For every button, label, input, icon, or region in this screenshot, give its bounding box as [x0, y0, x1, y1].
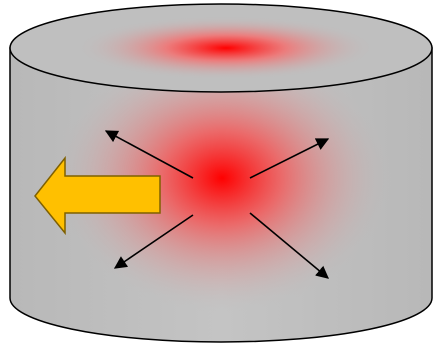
cylinder-top-glow: [76, 16, 376, 80]
arrow-up-left: [104, 130, 194, 179]
block-arrow-left: [34, 155, 161, 236]
heat-glow: [52, 43, 392, 313]
arrow-down-left: [113, 214, 194, 269]
arrow-up-right: [249, 138, 330, 179]
arrow-down-right: [249, 212, 329, 279]
